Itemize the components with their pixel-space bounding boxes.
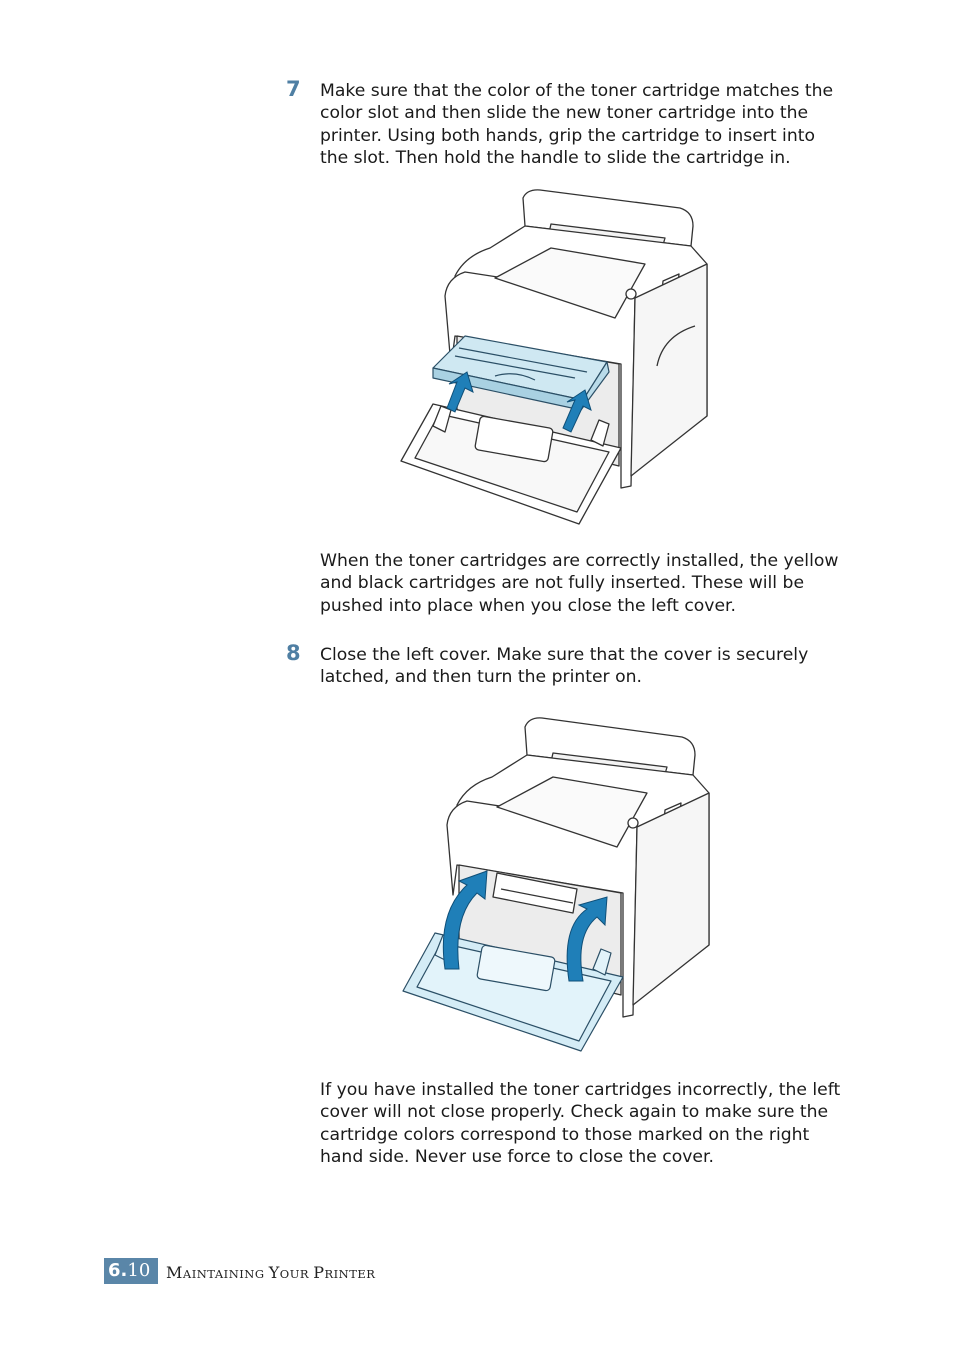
- chapter-title: MAINTAINING YOUR PRINTER: [166, 1263, 375, 1282]
- title-cap-y: Y: [268, 1263, 280, 1282]
- step-7-number: 7: [286, 77, 301, 101]
- page-number: 10: [127, 1260, 151, 1281]
- title-cap-m: M: [166, 1263, 183, 1282]
- page-number-badge: 6.10: [104, 1258, 158, 1284]
- step-8-text: Close the left cover. Make sure that the…: [320, 645, 809, 688]
- step-8-number: 8: [286, 641, 301, 665]
- title-sc-aintaining: AINTAINING: [182, 1267, 269, 1281]
- title-sc-our: OUR: [279, 1267, 314, 1281]
- figure-close-cover: [402, 717, 710, 1052]
- title-cap-p: P: [313, 1263, 325, 1282]
- step-8-note: If you have installed the toner cartridg…: [320, 1080, 841, 1167]
- step-7-text: Make sure that the color of the toner ca…: [320, 81, 834, 168]
- title-sc-rinter: RINTER: [324, 1267, 376, 1281]
- figure-insert-cartridge: [400, 189, 708, 525]
- step-7-note: When the toner cartridges are correctly …: [320, 551, 839, 616]
- chapter-number: 6.: [108, 1260, 128, 1281]
